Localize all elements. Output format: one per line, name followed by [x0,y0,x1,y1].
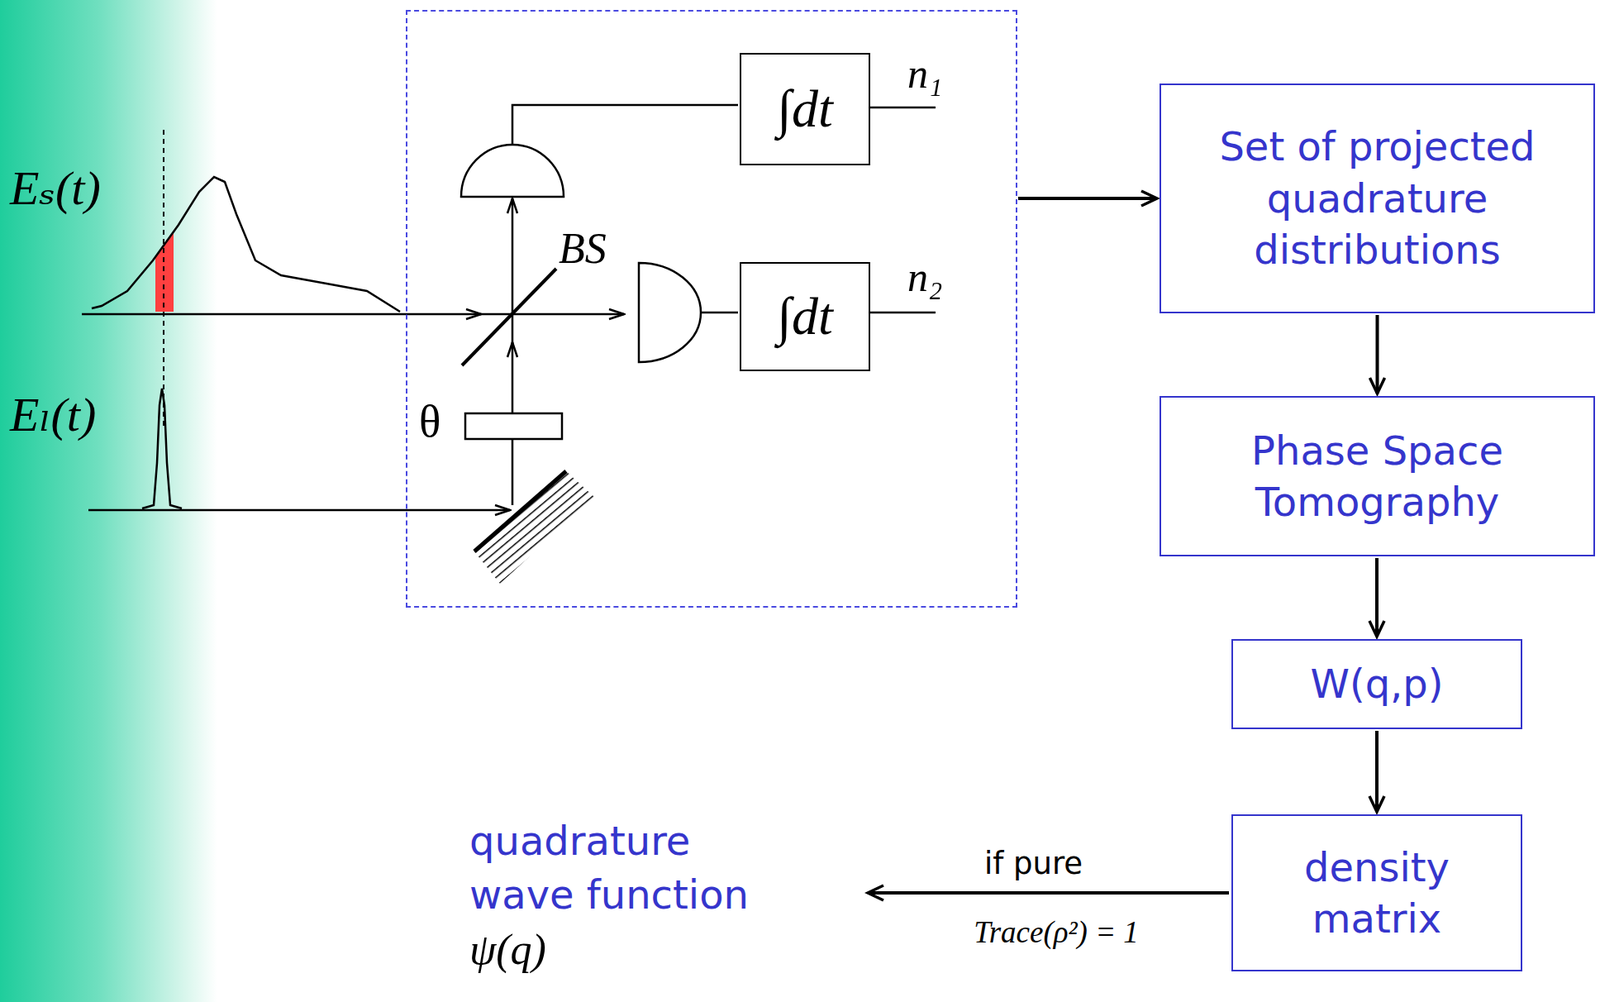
process-box: density matrix [1231,814,1523,972]
edge-label: if pure [984,847,1083,881]
field-label: Eₛ(t) [9,161,101,215]
phase-plate [465,413,562,439]
detector [461,144,564,197]
time-marker [162,129,165,429]
process-box: Set of projected quadrature distribution… [1159,83,1596,314]
mirror-face [474,471,567,552]
signal-beam [479,313,624,316]
signal-pulse [91,176,400,312]
lo-beam [511,198,515,344]
component-label: BS [558,224,607,272]
lo-pulse [142,388,182,509]
node-text: density matrix [1246,841,1508,945]
flow-arrow [1375,730,1379,812]
detection-group: BS θ ∫dt ∫dt [405,9,1018,608]
green-band [0,0,218,1002]
process-box: W(q,p) [1231,638,1523,729]
node-text: ψ(q) [469,924,792,975]
result-node: quadrature wave functionψ(q) [469,814,858,998]
node-text: Phase Space Tomography [1174,424,1581,529]
output-label: n₁ [907,51,943,97]
wire [868,311,936,315]
flow-arrow [1376,314,1380,394]
flow-arrow [1375,557,1379,637]
integrator-box: ∫dt [739,52,871,166]
field-label: Eₗ(t) [9,388,96,442]
node-text: Set of projected quadrature distribution… [1174,120,1581,276]
process-box: Phase Space Tomography [1159,395,1596,557]
integral-sign: ∫dt [776,80,833,139]
signal-beam [81,313,481,316]
flow-arrow [867,890,1229,895]
node-text: W(q,p) [1309,657,1443,710]
integrator-box: ∫dt [739,261,871,372]
detector [638,262,701,362]
node-text: quadrature wave function [469,814,792,922]
output-label: n₂ [907,254,943,300]
flow-arrow [1018,196,1158,200]
wire [868,106,936,110]
integral-sign: ∫dt [776,287,833,346]
mirror [474,471,595,584]
component-label: θ [419,396,441,448]
condition-formula: Trace(ρ²) = 1 [973,915,1139,950]
wire [700,311,739,315]
wire [512,104,739,145]
lo-beam [88,509,510,512]
beam-splitter [461,268,557,366]
